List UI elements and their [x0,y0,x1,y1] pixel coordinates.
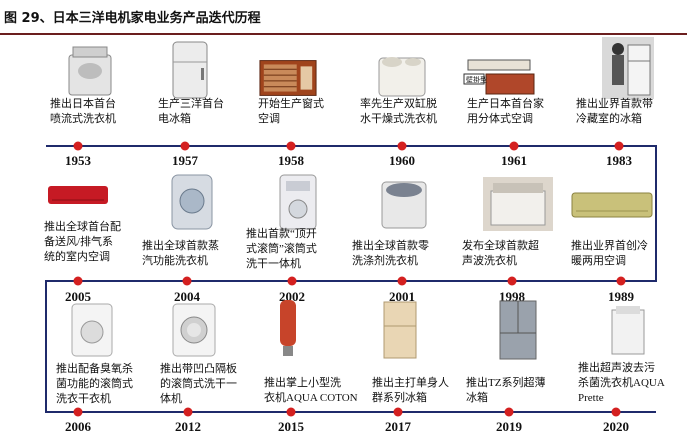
milestone-dot-2001 [397,276,407,286]
desc-1953: 推出日本首台 喷流式洗衣机 [50,98,116,125]
fridge-icon [160,40,220,100]
milestone-dot-1983 [614,141,624,151]
desc-2012: 推出带凹凸隔板 的滚筒式洗干一 体机 [160,363,237,405]
milestone-dot-1953 [73,141,83,151]
drum-washer-icon [164,300,224,360]
washer-icon [60,40,120,100]
milestone-dot-1960 [397,141,407,151]
year-1989: 1989 [608,289,634,304]
desc-1983: 推出业界首款带 冷藏室的冰箱 [576,98,653,125]
desc-1957: 生产三洋首台 电冰箱 [158,98,224,125]
milestone-dot-2004 [182,276,192,286]
twin-tub-icon [372,44,432,104]
desc-2006: 推出配备臭氧杀 菌功能的滚筒式 洗衣干衣机 [56,363,133,405]
year-1998: 1998 [499,289,525,304]
milestone-dot-1989 [616,276,626,286]
milestone-dot-2020 [611,407,621,417]
year-1958: 1958 [278,153,304,168]
ozone-drum-icon [62,300,122,360]
desc-2001: 推出全球首款零 洗涤剂洗衣机 [352,240,429,267]
dual-ac-icon [570,188,654,222]
window-ac-icon [258,48,318,108]
slim-fridge-icon [488,300,548,360]
milestone-dot-1958 [286,141,296,151]
red-ac-icon [46,178,110,212]
figure-title: 图 29、日本三洋电机家电业务产品迭代历程 [4,11,261,26]
milestone-dot-2017 [393,407,403,417]
year-1953: 1953 [65,153,91,168]
milestone-dot-2002 [287,276,297,286]
desc-2019: 推出TZ系列超薄 冰箱 [466,377,546,404]
milestone-dot-2005 [73,276,83,286]
year-2012: 2012 [175,419,201,434]
year-2020: 2020 [603,419,629,434]
desc-2004: 推出全球首款蒸 汽功能洗衣机 [142,240,219,267]
photo-fridge-icon [598,37,658,99]
milestone-dot-2015 [286,407,296,417]
milestone-dot-1961 [509,141,519,151]
top-drum-icon [268,172,328,232]
year-2019: 2019 [496,419,522,434]
year-1957: 1957 [172,153,198,168]
milestone-dot-2019 [504,407,514,417]
year-1960: 1960 [389,153,415,168]
desc-2020: 推出超声波去污 杀菌洗衣机AQUA Prette [578,362,665,404]
year-1961: 1961 [501,153,527,168]
handheld-washer-icon [266,298,310,358]
zero-detergent-icon [374,172,434,232]
desc-1960: 率先生产双缸脱 水干燥式洗衣机 [360,98,437,125]
milestone-dot-1998 [507,276,517,286]
desc-1961: 生产日本首台家 用分体式空调 [467,98,544,125]
split-ac-icon: 壁掛型 [462,48,536,108]
title-rule [0,33,687,35]
milestone-dot-2012 [183,407,193,417]
year-2017: 2017 [385,419,411,434]
year-2004: 2004 [174,289,200,304]
year-1983: 1983 [606,153,632,168]
desc-1989: 推出业界首创冷 暖两用空调 [571,240,648,267]
year-2001: 2001 [389,289,415,304]
aqua-prette-icon [598,300,658,360]
ultrasonic-washer-icon [482,176,554,232]
milestone-dot-1957 [180,141,190,151]
single-fridge-icon [370,300,430,360]
desc-2005: 推出全球首台配 备送风/排气系 统的室内空调 [44,221,121,263]
desc-1998: 发布全球首款超 声波洗衣机 [462,240,539,267]
desc-2015: 推出掌上小型洗 衣机AQUA COTON [264,377,358,404]
steam-washer-icon [162,172,222,232]
year-2015: 2015 [278,419,304,434]
desc-1958: 开始生产窗式 空调 [258,98,324,125]
milestone-dot-2006 [73,407,83,417]
year-2006: 2006 [65,419,91,434]
year-2005: 2005 [65,289,91,304]
desc-2017: 推出主打单身人 群系列冰箱 [372,377,449,404]
split-ac-tag: 壁掛型 [466,75,487,84]
desc-2002: 推出首款“顶开 式滚筒”滚筒式 洗干一体机 [246,228,317,270]
